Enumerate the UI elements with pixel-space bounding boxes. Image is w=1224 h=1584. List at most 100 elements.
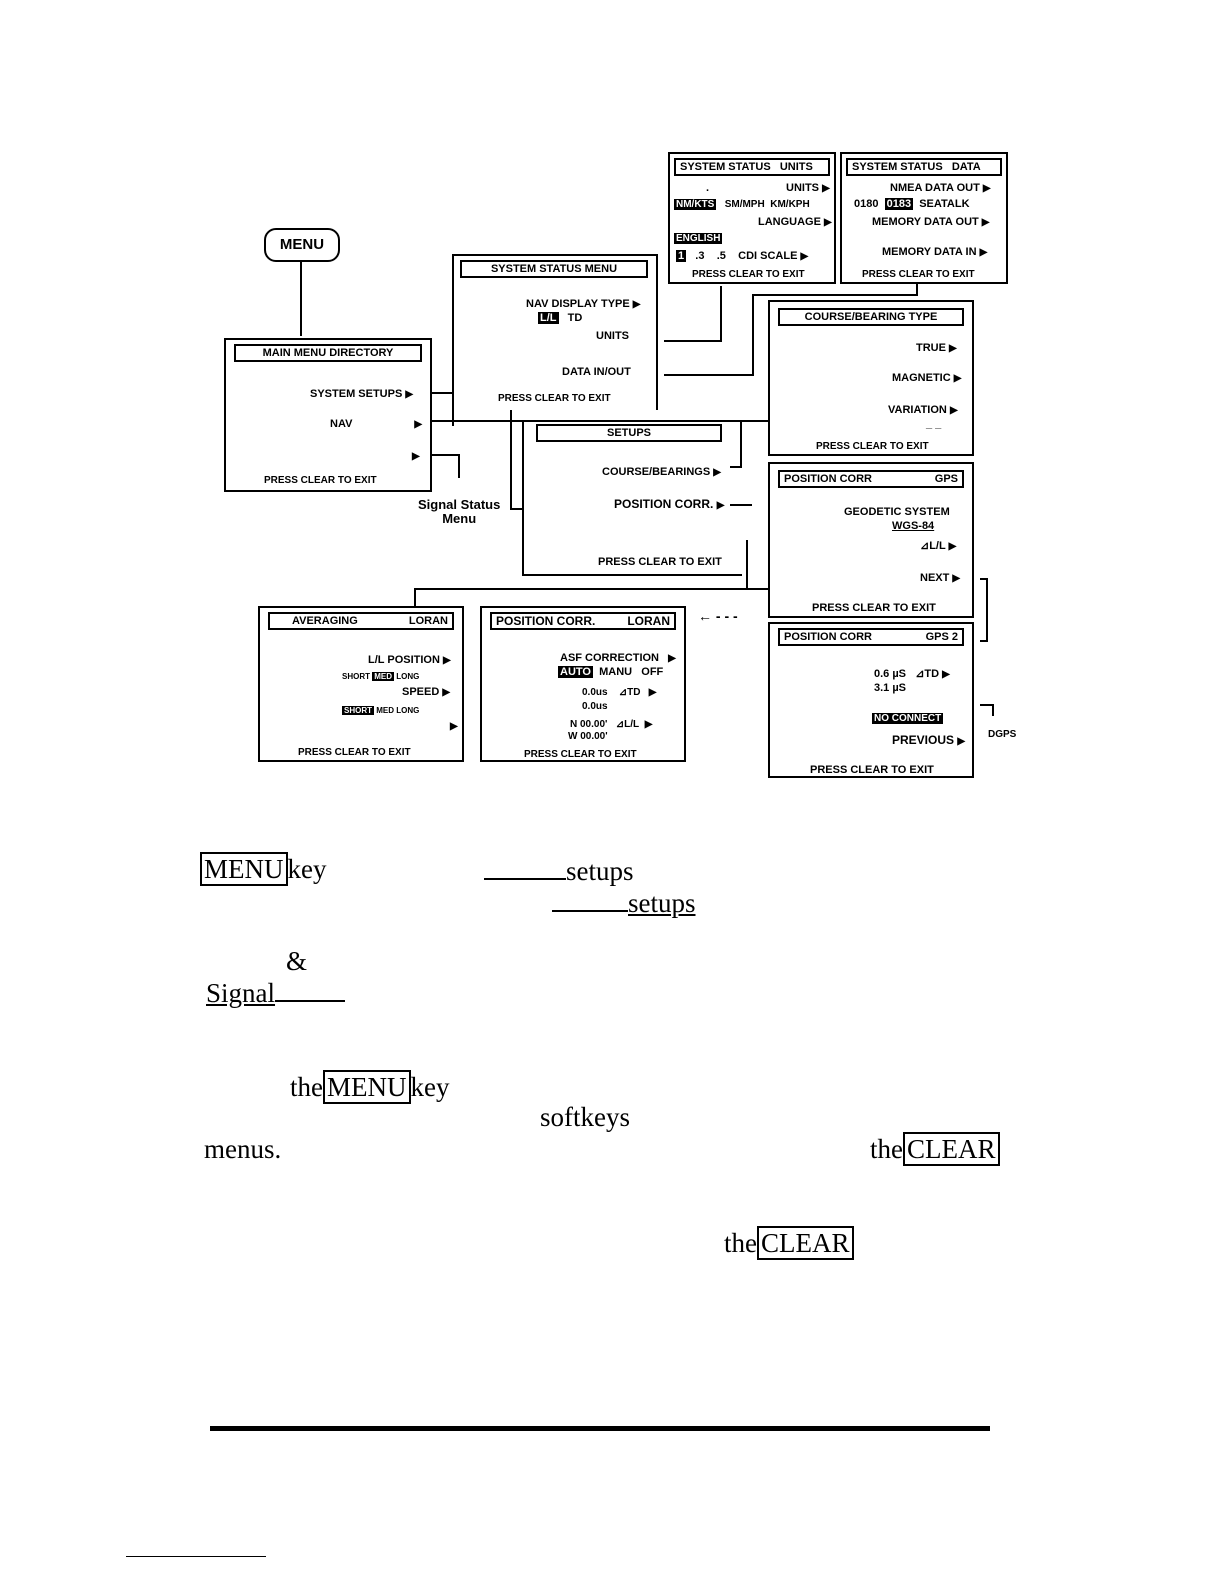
main-menu-item-signal[interactable]: ▶ (412, 450, 420, 463)
arrow-icon: ▶ (982, 183, 991, 194)
memory-data-out[interactable]: MEMORY DATA OUT ▶ (872, 216, 990, 228)
geodetic-value: WGS-84 (892, 520, 935, 532)
body-setups-1: setups (484, 856, 634, 886)
setups-panel: SETUPS COURSE/BEARINGS ▶ POSITION CORR. … (522, 420, 742, 576)
signal-status-label: Signal Status Menu (418, 497, 501, 526)
units-options[interactable]: NM/KTS SM/MPH KM/KPH (674, 199, 810, 210)
setups-course-bearings[interactable]: COURSE/BEARINGS ▶ (602, 466, 721, 478)
connector-line (752, 294, 918, 296)
loran-td[interactable]: 0.0us ⊿TD ▶ (582, 687, 657, 698)
connector-line (664, 374, 754, 376)
loran-ll[interactable]: N 00.00' ⊿L/L ▶ (570, 719, 653, 730)
system-status-footer: PRESS CLEAR TO EXIT (498, 393, 611, 404)
status-data-footer: PRESS CLEAR TO EXIT (862, 269, 975, 280)
connector-line (986, 578, 988, 642)
avg-ll-options[interactable]: SHORT MED LONG (342, 672, 420, 681)
loran-lon: W 00.00' (568, 731, 608, 742)
course-bearing-title: COURSE/BEARING TYPE (778, 308, 964, 326)
arrow-icon: ▶ (414, 419, 423, 430)
memory-data-in[interactable]: MEMORY DATA IN ▶ (882, 246, 988, 258)
ssm-top-line (452, 254, 658, 256)
nav-display-options[interactable]: L/L TD (538, 312, 583, 324)
main-menu-item-system-setups[interactable]: SYSTEM SETUPS ▶ (310, 388, 414, 400)
pos-corr-loran-panel: POSITION CORR.LORAN ASF CORRECTION ▶ AUT… (480, 606, 686, 762)
connector-line (720, 286, 722, 342)
gps2-previous[interactable]: PREVIOUS ▶ (892, 733, 966, 748)
body-menus: menus. (204, 1134, 282, 1164)
connector-line (510, 410, 512, 510)
body-amp: & (286, 946, 308, 976)
asf-options[interactable]: AUTO MANU OFF (558, 666, 664, 678)
status-units-footer: PRESS CLEAR TO EXIT (692, 269, 805, 280)
connector-line (740, 420, 742, 468)
connector-line (664, 340, 722, 342)
nmea-options[interactable]: 0180 0183 SEATALK (854, 198, 970, 210)
connector-line (432, 454, 460, 456)
setups-footer: PRESS CLEAR TO EXIT (598, 556, 722, 568)
arrow-icon: ▶ (644, 719, 653, 730)
units-item[interactable]: UNITS ▶ (786, 182, 830, 194)
gps-next[interactable]: NEXT ▶ (920, 572, 961, 584)
connector-line (414, 588, 416, 606)
connector-line (730, 504, 752, 506)
main-menu-footer: PRESS CLEAR TO EXIT (264, 475, 377, 486)
course-variation[interactable]: VARIATION ▶ (888, 404, 958, 416)
dashed-arrow: ← - - - (698, 608, 738, 624)
cdi-options[interactable]: 1 .3 .5 CDI SCALE ▶ (676, 250, 809, 262)
arrow-icon: ▶ (405, 389, 414, 400)
averaging-footer: PRESS CLEAR TO EXIT (298, 747, 411, 758)
course-footer: PRESS CLEAR TO EXIT (816, 441, 929, 452)
system-status-menu: SYSTEM STATUS MENU NAV DISPLAY TYPE ▶ L/… (452, 254, 658, 410)
arrow-icon: ▶ (824, 217, 832, 228)
connector-line (432, 420, 742, 422)
bottom-rule (210, 1426, 990, 1431)
gps2-td-value[interactable]: 0.6 µS ⊿TD ▶ (874, 668, 950, 680)
arrow-icon: ▶ (668, 653, 676, 664)
geodetic-system[interactable]: GEODETIC SYSTEM (844, 506, 950, 518)
connector-line (730, 466, 742, 468)
menu-key[interactable]: MENU (264, 228, 340, 262)
gps2-td-value2: 3.1 µS (874, 682, 907, 694)
system-status-units[interactable]: UNITS (596, 330, 629, 342)
gps-delta-ll[interactable]: ⊿L/L ▶ (920, 540, 957, 552)
connector-line (992, 704, 994, 716)
avg-speed[interactable]: SPEED ▶ (402, 686, 451, 698)
course-magnetic[interactable]: MAGNETIC ▶ (892, 372, 962, 384)
main-menu-item-nav[interactable]: NAV▶ (330, 418, 423, 430)
asf-correction[interactable]: ASF CORRECTION ▶ (560, 652, 676, 664)
connector-line (746, 540, 748, 590)
footer-rule (126, 1556, 266, 1557)
clear-key-inline-2: CLEAR (757, 1226, 854, 1260)
arrow-icon: ▶ (949, 343, 957, 354)
avg-ll-position[interactable]: L/L POSITION ▶ (368, 654, 451, 666)
connector-line (980, 640, 988, 642)
ssm-left-line (452, 254, 454, 426)
language-option[interactable]: ENGLISH (674, 233, 723, 244)
status-units-title: SYSTEM STATUS UNITS (674, 158, 830, 176)
avg-extra-arrow[interactable]: ▶ (450, 720, 458, 733)
nav-display-type[interactable]: NAV DISPLAY TYPE ▶ (526, 298, 641, 310)
arrow-icon: ▶ (957, 736, 966, 747)
arrow-icon: ▶ (632, 299, 641, 310)
arrow-icon: ▶ (952, 573, 961, 584)
menu-connector (300, 262, 302, 336)
avg-speed-options[interactable]: SHORT MED LONG (342, 706, 420, 715)
system-status-data-inout[interactable]: DATA IN/OUT (562, 366, 631, 378)
nmea-data-out[interactable]: NMEA DATA OUT ▶ (890, 182, 991, 194)
language-item[interactable]: LANGUAGE ▶ (758, 216, 832, 228)
setups-position-corr[interactable]: POSITION CORR. ▶ (614, 497, 725, 512)
pos-loran-footer: PRESS CLEAR TO EXIT (524, 749, 637, 760)
course-true[interactable]: TRUE ▶ (916, 342, 957, 354)
menu-key-inline: MENU (200, 852, 288, 886)
main-menu-directory: MAIN MENU DIRECTORY SYSTEM SETUPS ▶ NAV▶… (224, 338, 432, 492)
connector-line (740, 420, 768, 422)
arrow-icon: ▶ (442, 687, 451, 698)
arrow-icon: ▶ (953, 373, 962, 384)
connector-line (510, 508, 522, 510)
connector-line (980, 704, 994, 706)
system-status-menu-title: SYSTEM STATUS MENU (460, 260, 648, 278)
